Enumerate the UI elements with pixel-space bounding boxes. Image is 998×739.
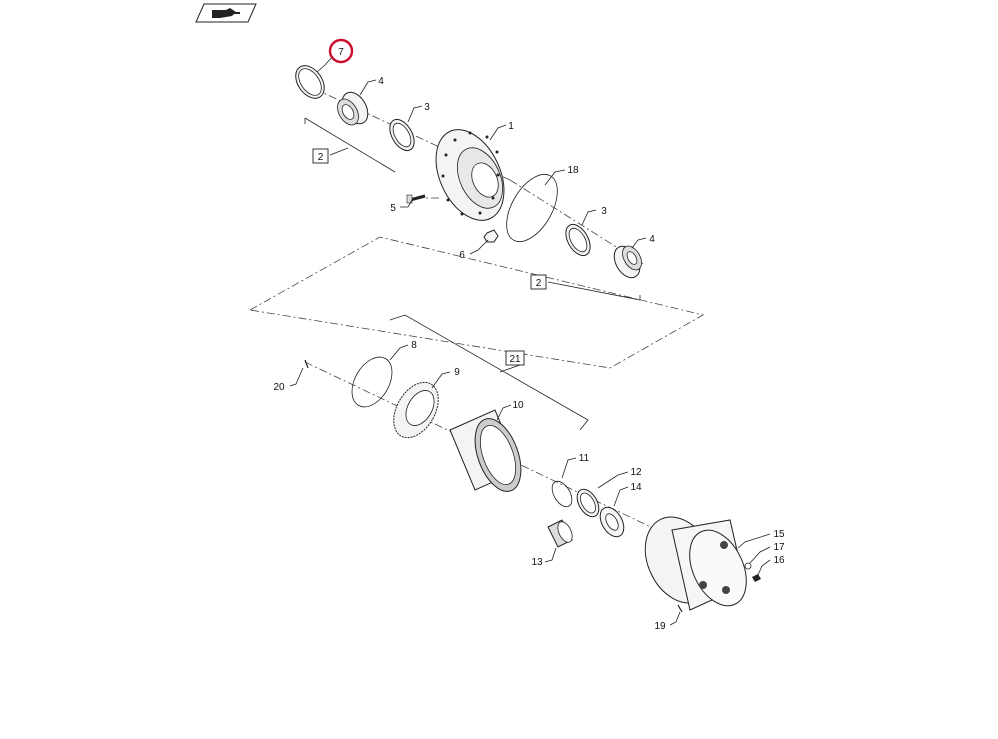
leader-16 bbox=[757, 559, 771, 576]
part-3-cup-top bbox=[389, 118, 415, 152]
callout-18[interactable]: 18 bbox=[567, 165, 579, 176]
part-16-screw bbox=[752, 574, 761, 582]
leader-3a bbox=[407, 105, 423, 123]
part-6-nut bbox=[483, 229, 499, 243]
leader-8 bbox=[389, 344, 409, 361]
leader-9 bbox=[431, 371, 451, 389]
hand-pointer-icon bbox=[212, 8, 240, 18]
part-12-spacer bbox=[576, 488, 600, 518]
callout-19[interactable]: 19 bbox=[654, 621, 666, 632]
callout-12[interactable]: 12 bbox=[630, 467, 642, 478]
callout-13[interactable]: 13 bbox=[531, 557, 543, 568]
callout-2-bottom[interactable]: 2 bbox=[530, 274, 547, 290]
callout-21-label: 21 bbox=[509, 354, 521, 365]
callout-1[interactable]: 1 bbox=[508, 121, 514, 132]
callout-16[interactable]: 16 bbox=[773, 555, 785, 566]
bracket-2a-leader bbox=[329, 147, 349, 156]
callout-8[interactable]: 8 bbox=[411, 340, 417, 351]
part-4-bearing-top bbox=[337, 91, 369, 126]
callout-21[interactable]: 21 bbox=[505, 350, 525, 366]
leader-6 bbox=[469, 239, 489, 255]
part-13-needle-bearing bbox=[547, 519, 573, 548]
bracket-2b bbox=[547, 281, 641, 301]
part-4-bearing-bottom bbox=[613, 245, 642, 279]
bracket-21 bbox=[389, 314, 589, 431]
leader-20 bbox=[289, 367, 304, 387]
leader-4b bbox=[631, 237, 647, 249]
leader-11 bbox=[561, 457, 577, 479]
callout-4-top[interactable]: 4 bbox=[378, 76, 384, 87]
callout-15[interactable]: 15 bbox=[773, 529, 785, 540]
selected-item-highlight bbox=[328, 38, 354, 64]
leader-13 bbox=[544, 547, 557, 563]
callout-20[interactable]: 20 bbox=[273, 382, 285, 393]
part-15-housing bbox=[644, 516, 747, 611]
callout-5[interactable]: 5 bbox=[390, 203, 396, 214]
leader-7 bbox=[316, 55, 334, 73]
callout-2-top[interactable]: 2 bbox=[312, 148, 329, 164]
leader-18 bbox=[544, 169, 566, 186]
leader-19 bbox=[669, 611, 681, 626]
leader-17 bbox=[749, 546, 771, 564]
part-8-oring bbox=[351, 356, 393, 408]
part-20-pin bbox=[304, 359, 309, 369]
leader-14 bbox=[613, 486, 629, 507]
callout-11[interactable]: 11 bbox=[579, 453, 590, 464]
callout-2-top-label: 2 bbox=[318, 152, 324, 163]
bracket-2a bbox=[304, 117, 396, 173]
callout-17[interactable]: 17 bbox=[773, 542, 785, 553]
leader-3b bbox=[581, 209, 597, 226]
leader-12 bbox=[597, 471, 629, 489]
assembly-boundary bbox=[248, 236, 705, 369]
view-toggle-button[interactable] bbox=[195, 3, 257, 23]
part-11-snapring bbox=[551, 480, 573, 508]
leader-15 bbox=[737, 533, 771, 549]
leader-5 bbox=[400, 199, 413, 208]
callout-14[interactable]: 14 bbox=[630, 482, 642, 493]
bracket-21-leader bbox=[499, 364, 521, 373]
part-18-oring bbox=[506, 174, 558, 242]
callout-7[interactable]: 7 bbox=[338, 47, 344, 58]
callout-9[interactable]: 9 bbox=[454, 367, 460, 378]
callout-2-bottom-label: 2 bbox=[536, 278, 542, 289]
part-17-plug bbox=[744, 562, 752, 570]
part-14-washer bbox=[599, 506, 625, 538]
part-7-oring bbox=[295, 65, 325, 99]
leader-1 bbox=[489, 124, 507, 141]
leader-4a bbox=[359, 79, 377, 96]
callout-3-bottom[interactable]: 3 bbox=[601, 206, 607, 217]
part-5-bolt bbox=[406, 194, 426, 204]
part-9-disc bbox=[393, 381, 439, 439]
callout-4-bottom[interactable]: 4 bbox=[649, 234, 655, 245]
callout-3-top[interactable]: 3 bbox=[424, 102, 430, 113]
part-3-cup-bottom bbox=[565, 223, 591, 257]
part-1-hub bbox=[435, 129, 505, 221]
callout-10[interactable]: 10 bbox=[512, 400, 524, 411]
callout-6[interactable]: 6 bbox=[459, 250, 465, 261]
part-19-pin bbox=[677, 604, 683, 613]
part-10-ring-gear bbox=[449, 409, 522, 492]
leader-10 bbox=[496, 404, 512, 421]
